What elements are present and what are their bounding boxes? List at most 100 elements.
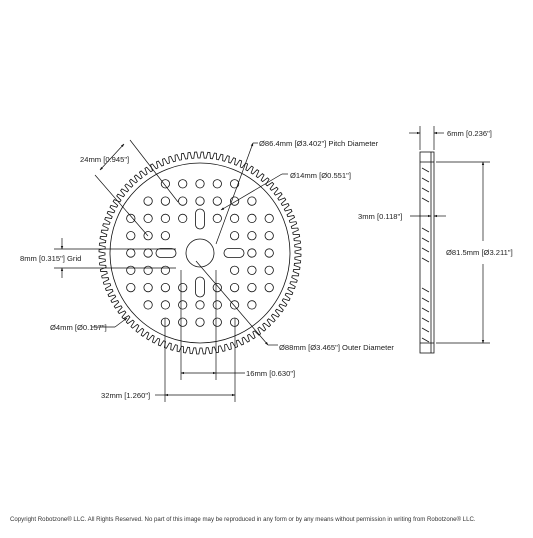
grid-hole <box>143 300 153 310</box>
side-tooth-mark <box>421 237 430 243</box>
gear-side-view <box>419 151 435 354</box>
spacing-32-label: 32mm [1.260"] <box>101 391 150 400</box>
grid-hole <box>195 300 205 310</box>
side-tooth-mark <box>421 197 430 203</box>
side-tooth-mark <box>421 327 430 333</box>
grid-hole <box>247 282 257 293</box>
grid-hole <box>247 265 257 275</box>
dimension-side-diameter: Ø81.5mm [Ø3.211"] <box>436 161 513 344</box>
dimension-step: 3mm [0.118"] <box>358 212 446 221</box>
grid-hole <box>212 282 222 293</box>
grid-hole <box>264 213 274 223</box>
side-tooth-mark <box>421 167 430 173</box>
side-diameter-label: Ø81.5mm [Ø3.211"] <box>446 248 513 257</box>
grid-hole <box>160 196 170 206</box>
side-tooth-mark <box>421 257 430 263</box>
dimension-bore: Ø14mm [Ø0.551"] <box>220 171 351 211</box>
grid-hole <box>160 231 170 241</box>
mounting-slot <box>155 248 177 258</box>
grid-hole <box>247 213 257 223</box>
grid-hole <box>178 282 188 293</box>
grid-hole <box>178 196 188 206</box>
dimension-pitch-diameter: Ø86.4mm [Ø3.402"] Pitch Diameter <box>215 139 379 245</box>
dimension-outer-diameter: Ø88mm [Ø3.465"] Outer Diameter <box>195 260 394 352</box>
grid-hole <box>160 265 170 275</box>
dimension-hub-width: 24mm [0.945"] <box>80 139 179 237</box>
hub-width-label: 24mm [0.945"] <box>80 155 129 164</box>
dimension-spacing-16: 16mm [0.630"] <box>180 270 295 380</box>
grid-hole <box>230 213 240 223</box>
dimension-grid: 8mm [0.315"] Grid <box>20 238 176 278</box>
grid-hole <box>230 282 240 293</box>
center-slots <box>155 208 245 298</box>
grid-hole <box>212 300 222 310</box>
grid-hole <box>212 317 222 327</box>
dimension-spacing-32: 32mm [1.260"] <box>101 318 236 402</box>
grid-hole <box>126 231 136 241</box>
side-tooth-mark <box>421 227 430 233</box>
grid-hole <box>230 300 240 310</box>
grid-hole <box>160 213 170 223</box>
grid-hole <box>212 213 222 223</box>
side-tooth-mark <box>421 247 430 253</box>
hole-label: Ø4mm [Ø0.157"] <box>50 323 107 332</box>
gear-front-view <box>98 151 302 355</box>
pitch-diameter-label: Ø86.4mm [Ø3.402"] Pitch Diameter <box>259 139 379 148</box>
grid-hole <box>264 265 274 275</box>
spacing-16-label: 16mm [0.630"] <box>246 369 295 378</box>
step-label: 3mm [0.118"] <box>358 212 402 221</box>
mounting-slot <box>195 276 205 298</box>
grid-hole <box>126 282 136 293</box>
center-bore <box>185 238 215 268</box>
side-tooth-mark <box>421 307 430 313</box>
grid-hole <box>247 248 257 258</box>
grid-holes <box>126 179 274 327</box>
grid-hole <box>230 231 240 241</box>
dimension-hole: Ø4mm [Ø0.157"] <box>50 317 128 332</box>
copyright-notice: Copyright Robotzone® LLC. All Rights Res… <box>10 516 476 523</box>
grid-hole <box>143 196 153 206</box>
side-tooth-mark <box>421 177 430 183</box>
grid-hole <box>247 231 257 241</box>
side-tooth-mark <box>421 337 430 343</box>
grid-hole <box>230 265 240 275</box>
side-tooth-mark <box>421 187 430 193</box>
grid-hole <box>143 213 153 223</box>
side-view-body <box>419 151 435 354</box>
grid-hole <box>264 282 274 293</box>
grid-hole <box>264 231 274 241</box>
grid-hole <box>178 300 188 310</box>
grid-hole <box>195 196 205 206</box>
side-tooth-mark <box>421 317 430 323</box>
grid-hole <box>230 179 240 189</box>
grid-hole <box>143 265 153 275</box>
grid-hole <box>160 282 170 293</box>
side-tooth-mark <box>421 287 430 293</box>
grid-hole <box>160 317 170 327</box>
grid-hole <box>264 248 274 258</box>
grid-hole <box>160 300 170 310</box>
mounting-slot <box>195 208 205 230</box>
grid-hole <box>126 265 136 275</box>
grid-hole <box>178 179 188 189</box>
grid-hole <box>126 248 136 258</box>
gear-inner-rim <box>109 162 291 344</box>
grid-hole <box>195 317 205 327</box>
grid-hole <box>178 213 188 223</box>
grid-hole <box>212 196 222 206</box>
grid-label: 8mm [0.315"] Grid <box>20 254 81 263</box>
dimension-thickness: 6mm [0.236"] <box>409 126 492 150</box>
grid-hole <box>143 282 153 293</box>
grid-hole <box>247 196 257 206</box>
outer-diameter-label: Ø88mm [Ø3.465"] Outer Diameter <box>279 343 394 352</box>
side-tooth-mark <box>421 297 430 303</box>
mounting-slot <box>223 248 245 258</box>
grid-hole <box>126 213 136 223</box>
bore-label: Ø14mm [Ø0.551"] <box>290 171 351 180</box>
grid-hole <box>178 317 188 327</box>
grid-hole <box>212 179 222 189</box>
grid-hole <box>143 248 153 258</box>
grid-hole <box>195 179 205 189</box>
